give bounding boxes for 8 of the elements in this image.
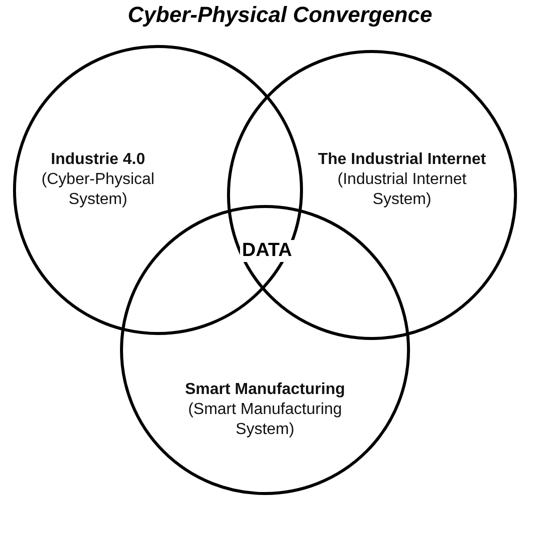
intersection-label: DATA <box>240 240 294 262</box>
circle-description: (Smart Manufacturing System) <box>187 400 343 440</box>
circle-description: (Industrial Internet System) <box>336 170 468 210</box>
circle-heading: Smart Manufacturing <box>184 380 346 400</box>
circle-description: (Cyber-Physical System) <box>40 170 156 210</box>
circle-heading: The Industrial Internet <box>316 150 487 170</box>
circle-heading: Industrie 4.0 <box>50 150 146 170</box>
diagram-title: Cyber-Physical Convergence <box>126 2 434 28</box>
